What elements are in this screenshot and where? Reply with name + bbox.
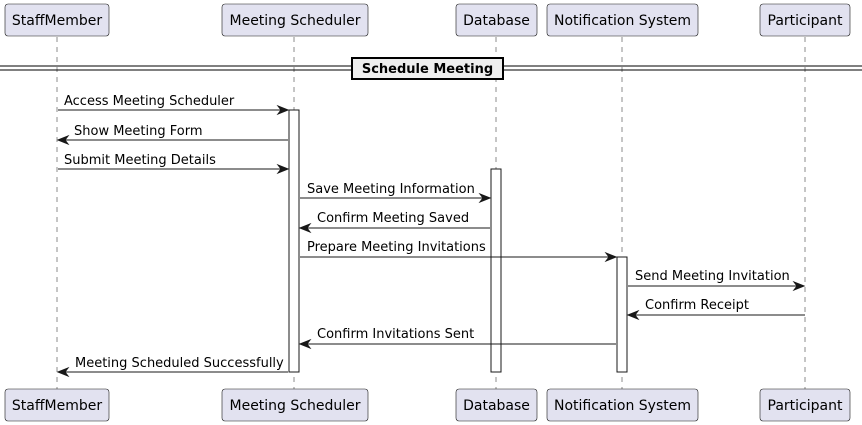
section-divider: Schedule Meeting [0,57,862,80]
participant-scheduler-bottom: Meeting Scheduler [221,388,369,422]
participant-participant-bottom: Participant [759,388,851,422]
messages: Access Meeting Scheduler Show Meeting Fo… [56,94,806,378]
message: Save Meeting Information [300,182,492,204]
message: Submit Meeting Details [58,153,290,175]
participant-label: Meeting Scheduler [230,398,361,414]
divider-box [351,57,504,80]
message: Confirm Meeting Saved [298,211,490,234]
participant-label: Database [463,398,530,414]
message-label: Meeting Scheduled Successfully [75,356,284,371]
participant-notify-bottom: Notification System [546,388,699,422]
message: Show Meeting Form [56,124,288,146]
arrowhead-left-icon [298,338,312,350]
message: Access Meeting Scheduler [58,94,290,116]
message-label: Confirm Receipt [645,298,749,313]
arrowhead-left-icon [56,366,70,378]
participant-label: Notification System [554,398,691,414]
participant-notify-top: Notification System [546,3,699,37]
message: Prepare Meeting Invitations [300,240,618,263]
participant-label: StaffMember [12,398,102,414]
message-label: Confirm Meeting Saved [317,211,469,226]
message: Confirm Invitations Sent [298,327,616,350]
message-label: Access Meeting Scheduler [64,94,235,109]
arrowhead-right-icon [604,251,618,263]
participant-label: Participant [768,398,843,414]
message-label: Show Meeting Form [74,124,203,139]
participant-label: StaffMember [12,13,102,29]
message-label: Save Meeting Information [307,182,475,197]
participant-label: Meeting Scheduler [230,13,361,29]
arrowhead-right-icon [276,163,290,175]
participant-participant-top: Participant [759,3,851,37]
divider-label: Schedule Meeting [362,62,493,77]
arrowhead-left-icon [626,309,640,321]
arrowhead-right-icon [478,192,492,204]
participant-scheduler-top: Meeting Scheduler [221,3,369,37]
message-label: Confirm Invitations Sent [317,327,474,342]
message: Send Meeting Invitation [628,269,806,292]
participants-top: StaffMember Meeting Scheduler Database N… [4,3,851,37]
arrowhead-right-icon [792,280,806,292]
participant-database-top: Database [455,3,538,37]
message-label: Submit Meeting Details [64,153,216,168]
message: Confirm Receipt [626,298,805,321]
message-label: Send Meeting Invitation [635,269,790,284]
participants-bottom: StaffMember Meeting Scheduler Database N… [4,388,851,422]
activation-notify [616,256,628,373]
participant-label: Notification System [554,13,691,29]
participant-staff-top: StaffMember [4,3,110,37]
participant-database-bottom: Database [455,388,538,422]
participant-staff-bottom: StaffMember [4,388,110,422]
activations [288,109,628,373]
message: Meeting Scheduled Successfully [56,356,288,378]
participant-label: Participant [768,13,843,29]
arrowhead-left-icon [298,222,312,234]
message-label: Prepare Meeting Invitations [307,240,486,255]
activation-scheduler [288,109,300,373]
arrowhead-left-icon [56,134,70,146]
activation-database [490,168,502,373]
arrowhead-right-icon [276,104,290,116]
participant-label: Database [463,13,530,29]
